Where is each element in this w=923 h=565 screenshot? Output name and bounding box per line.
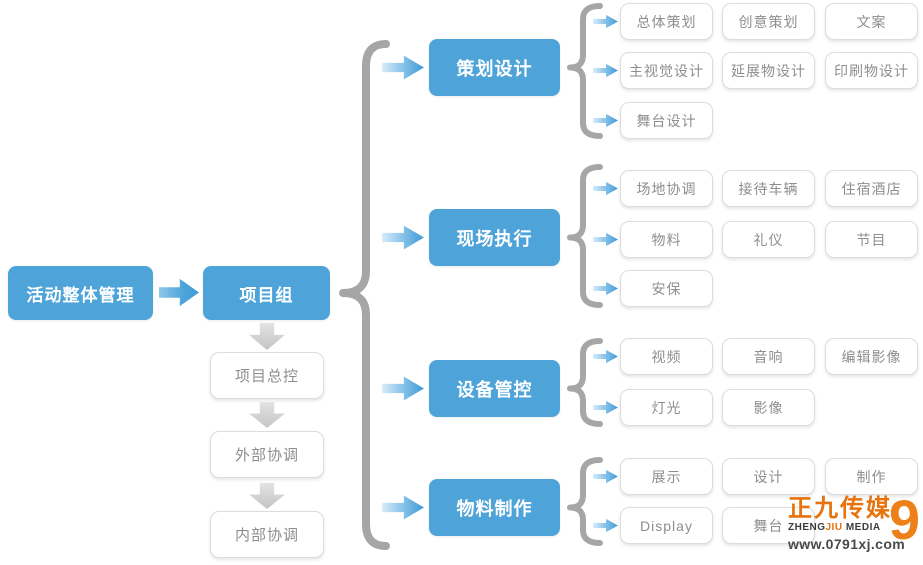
leaf-box: 总体策划: [620, 3, 713, 40]
node-root: 活动整体管理: [8, 266, 153, 320]
leaf-box: 音响: [722, 338, 815, 375]
arrow-down-icon: [249, 483, 285, 509]
arrow-right-icon: [382, 55, 424, 80]
arrow-right-icon: [382, 376, 424, 401]
arrow-right-icon: [593, 400, 618, 415]
brand-en-prefix: ZHENG: [788, 522, 826, 534]
arrow-right-icon: [593, 281, 618, 296]
leaf-box: 主视觉设计: [620, 52, 713, 89]
group-3-brace-icon: [567, 338, 603, 427]
arrow-right-icon: [593, 63, 618, 78]
leaf-box: 制作: [825, 458, 918, 495]
leaf-box: 灯光: [620, 389, 713, 426]
node-group-3: 设备管控: [429, 360, 560, 417]
arrow-right-icon: [593, 349, 618, 364]
leaf-box: 影像: [722, 389, 815, 426]
arrow-right-icon: [593, 181, 618, 196]
leaf-box: 接待车辆: [722, 170, 815, 207]
node-group-1: 策划设计: [429, 39, 560, 96]
group-4-brace-icon: [567, 457, 603, 546]
node-chain-1: 项目总控: [210, 352, 324, 399]
brand-name-cn: 正九传媒: [788, 495, 892, 522]
leaf-box: 舞台设计: [620, 102, 713, 139]
arrow-right-icon: [382, 225, 424, 250]
node-chain-3: 内部协调: [210, 511, 324, 558]
arrow-right-icon: [382, 495, 424, 520]
arrow-right-icon: [593, 518, 618, 533]
arrow-down-icon: [249, 402, 285, 428]
big-brace-icon: [339, 40, 390, 550]
arrow-right-icon: [593, 14, 618, 29]
brand-name-en: ZHENGJIU MEDIA: [788, 522, 888, 533]
leaf-box: Display: [620, 507, 713, 544]
leaf-box: 编辑影像: [825, 338, 918, 375]
leaf-box: 展示: [620, 458, 713, 495]
leaf-box: 场地协调: [620, 170, 713, 207]
leaf-box: 文案: [825, 3, 918, 40]
leaf-box: 舞台: [722, 507, 815, 544]
node-chain-2: 外部协调: [210, 431, 324, 478]
arrow-right-icon: [159, 278, 199, 307]
arrow-right-icon: [593, 232, 618, 247]
brand-digit-9: 9: [888, 488, 920, 551]
leaf-box: 设计: [722, 458, 815, 495]
leaf-box: 延展物设计: [722, 52, 815, 89]
node-hub: 项目组: [203, 266, 330, 320]
leaf-box: 物料: [620, 221, 713, 258]
brand-url: www.0791xj.com: [788, 536, 906, 553]
node-group-4: 物料制作: [429, 479, 560, 536]
leaf-box: 礼仪: [722, 221, 815, 258]
leaf-box: 住宿酒店: [825, 170, 918, 207]
node-group-2: 现场执行: [429, 209, 560, 266]
leaf-box: 视频: [620, 338, 713, 375]
leaf-box: 安保: [620, 270, 713, 307]
leaf-box: 创意策划: [722, 3, 815, 40]
brand-logo: 正九传媒 ZHENGJIU MEDIA www.0791xj.com 9: [788, 492, 922, 564]
leaf-box: 节目: [825, 221, 918, 258]
leaf-box: 印刷物设计: [825, 52, 918, 89]
brand-en-mid: JIU: [825, 522, 843, 534]
arrow-right-icon: [593, 469, 618, 484]
brand-en-suffix: MEDIA: [842, 522, 881, 534]
arrow-down-icon: [249, 323, 285, 350]
arrow-right-icon: [593, 113, 618, 128]
